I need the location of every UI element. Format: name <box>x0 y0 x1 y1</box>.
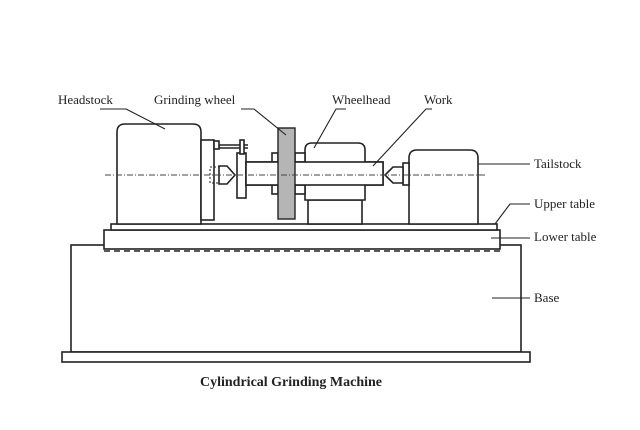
headstock-body <box>116 123 202 225</box>
leader-upper-table <box>494 203 530 225</box>
base-foot <box>61 351 531 363</box>
dog-pin-base <box>213 140 220 150</box>
leader-headstock <box>100 108 166 130</box>
work-piece-front <box>245 161 384 186</box>
dog-clamp <box>239 139 245 155</box>
label-headstock: Headstock <box>58 92 113 107</box>
label-lower-table: Lower table <box>534 229 597 244</box>
label-wheelhead: Wheelhead <box>332 92 391 107</box>
leader-grinding-wheel <box>241 108 287 136</box>
lower-table <box>103 229 501 252</box>
tailstock-flange <box>402 162 410 186</box>
tailstock <box>383 149 479 225</box>
base-body <box>70 244 522 353</box>
lower-table-body <box>103 229 501 250</box>
leader-wheelhead <box>313 108 346 149</box>
wheel-flange-top <box>294 152 306 163</box>
diagram-title: Cylindrical Grinding Machine <box>200 375 382 390</box>
headstock-flange <box>200 139 215 221</box>
base <box>61 244 531 363</box>
headstock <box>116 123 248 225</box>
label-tailstock: Tailstock <box>534 156 582 171</box>
tailstock-body <box>408 149 479 225</box>
label-grinding-wheel: Grinding wheel <box>154 92 236 107</box>
grinding-wheel <box>277 127 296 220</box>
wheel-flange-bottom <box>294 184 306 195</box>
wheelhead-pedestal <box>307 199 363 225</box>
upper-table <box>110 223 498 231</box>
label-upper-table: Upper table <box>534 196 595 211</box>
faceplate <box>236 152 247 199</box>
label-work: Work <box>424 92 453 107</box>
leader-work <box>372 108 432 167</box>
label-base: Base <box>534 290 560 305</box>
